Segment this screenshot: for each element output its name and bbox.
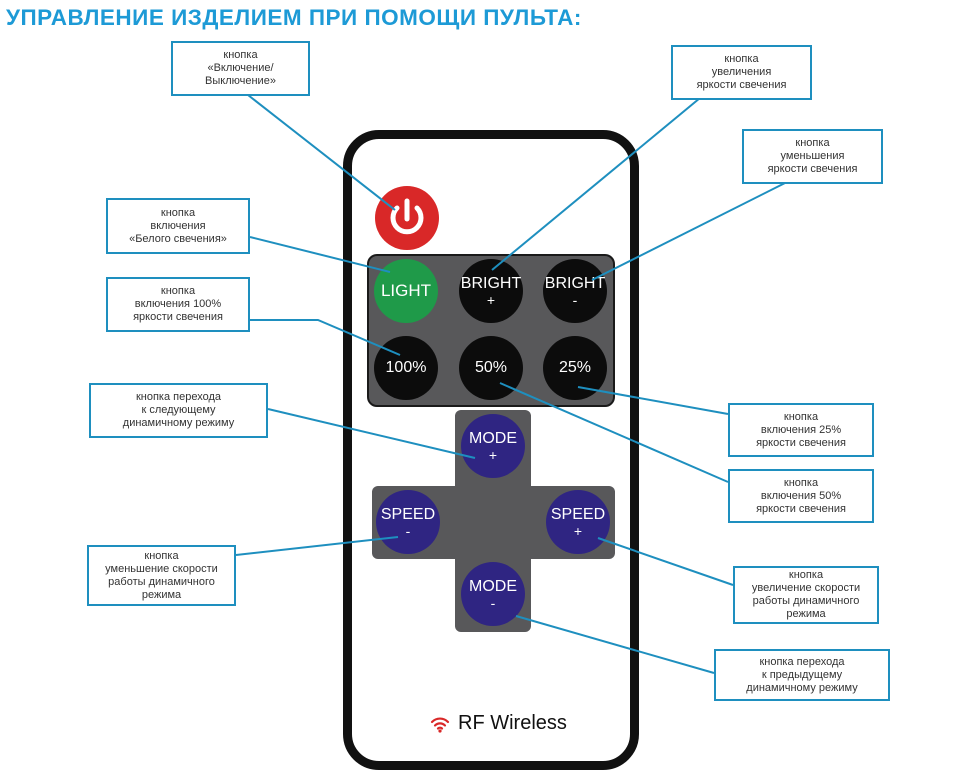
text-line: Выключение»	[205, 75, 276, 87]
text-line: +	[486, 291, 496, 308]
leader-light	[249, 236, 391, 273]
text-line: включения	[150, 219, 206, 232]
text-line: «Белого свечения»	[129, 232, 227, 245]
text-line: к предыдущему	[761, 668, 843, 681]
text-line: яркости свечения	[133, 311, 223, 323]
leader-lines	[235, 94, 788, 674]
text-line: кнопка	[160, 285, 196, 297]
text-line: включения 50%	[760, 489, 842, 502]
power-button[interactable]	[375, 186, 439, 250]
leader-bright-down	[591, 181, 788, 281]
text-line: MODE	[469, 429, 517, 447]
text-line: +	[488, 446, 498, 463]
rf-wireless-label: RF Wireless	[430, 712, 567, 735]
text-line: кнопка	[724, 53, 759, 65]
mode-minus-button[interactable]: MODE-	[461, 562, 525, 626]
text-line: работы динамичного	[752, 595, 860, 607]
leader-100	[250, 319, 401, 356]
leader-25	[577, 386, 729, 415]
speed-minus-button[interactable]: SPEED-	[376, 490, 440, 554]
rf-wireless-text: RF Wireless	[458, 712, 567, 734]
text-line: «Включение/	[207, 62, 274, 74]
text-line: 50%	[474, 359, 508, 376]
text-line: к следующему	[141, 404, 216, 416]
text-line: LIGHT	[380, 281, 432, 300]
text-line: кнопка перехода	[135, 391, 222, 403]
text-line: яркости свечения	[756, 502, 846, 515]
text-line: кнопка	[788, 569, 824, 581]
text-line: +	[573, 522, 583, 539]
text-line: режима	[141, 588, 182, 601]
text-line: 100%	[385, 359, 427, 376]
text-line: SPEED	[380, 505, 436, 523]
speed-plus-button[interactable]: SPEED+	[546, 490, 610, 554]
text-line: кнопка	[783, 410, 819, 423]
text-line: кнопка перехода	[759, 655, 845, 668]
page-title: УПРАВЛЕНИЕ ИЗДЕЛИЕМ ПРИ ПОМОЩИ ПУЛЬТА:	[6, 5, 582, 30]
text-line: увеличения	[711, 66, 772, 78]
brightness-100-button[interactable]: 100%	[374, 336, 438, 400]
leader-50	[499, 382, 729, 483]
leader-speed-up	[597, 537, 734, 586]
mode-plus-button[interactable]: MODE+	[461, 414, 525, 478]
text-line: яркости свечения	[756, 436, 846, 449]
text-line: работы динамичного	[108, 575, 215, 588]
text-line: яркости свечения	[696, 79, 787, 91]
leader-power	[237, 94, 396, 211]
text-line: режима	[786, 608, 826, 620]
text-line: уменьшение скорости	[105, 562, 218, 575]
text-line: увеличение скорости	[751, 582, 861, 594]
leader-speed-down	[235, 536, 399, 556]
text-line: динамичному режиму	[122, 417, 235, 429]
text-line: -	[490, 594, 496, 611]
callout-power: кнопка«Включение/Выключение»	[171, 41, 310, 96]
text-line: BRIGHT	[460, 274, 522, 292]
wifi-signal-icon	[430, 717, 450, 733]
leader-mode-next	[267, 408, 476, 459]
text-line: кнопка	[144, 549, 179, 562]
power-icon	[390, 198, 424, 235]
text-line: кнопка	[223, 49, 258, 61]
text-line: 25%	[558, 359, 592, 376]
leader-bright-up	[491, 97, 701, 271]
text-line: MODE	[469, 577, 517, 595]
text-line: кнопка	[795, 137, 830, 149]
text-line: -	[405, 522, 411, 539]
text-line: уменьшения	[780, 150, 845, 162]
text-line: яркости свечения	[767, 163, 858, 175]
text-line: SPEED	[550, 505, 606, 523]
text-line: -	[572, 291, 578, 308]
text-line: BRIGHT	[544, 274, 606, 292]
leader-mode-prev	[515, 615, 715, 674]
text-line: включения 25%	[760, 423, 842, 436]
bright-plus-button[interactable]: BRIGHT+	[459, 259, 523, 323]
text-line: кнопка	[783, 476, 819, 489]
text-line: динамичному режиму	[746, 681, 858, 694]
text-line: кнопка	[160, 206, 196, 219]
text-line: включения 100%	[134, 298, 222, 310]
bright-minus-button[interactable]: BRIGHT-	[543, 259, 607, 323]
